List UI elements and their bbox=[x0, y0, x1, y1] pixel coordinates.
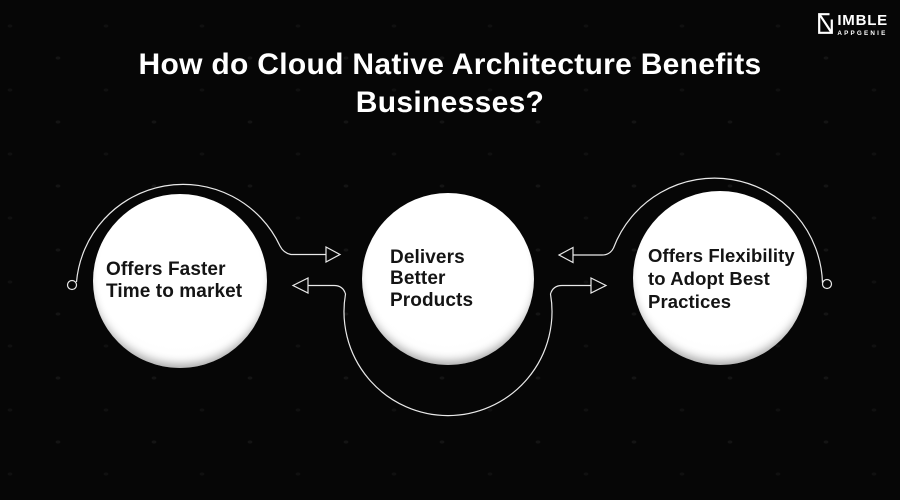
benefit-circle-faster-time-to-market: Offers Faster Time to market bbox=[93, 194, 267, 368]
nimble-n-icon bbox=[818, 13, 834, 34]
circle1-orbit-arc bbox=[75, 183, 326, 283]
circle3-orbit-arc bbox=[573, 177, 824, 284]
page-title-line2: Businesses? bbox=[355, 86, 545, 119]
circle1-orbit-endpoint-ring bbox=[66, 279, 78, 291]
brand-logo: IMBLE APPGENIE bbox=[818, 13, 888, 37]
brand-name-main: IMBLE bbox=[837, 12, 888, 29]
arrow-right-to-circle2-icon bbox=[325, 245, 342, 264]
benefit-circle-better-products: Delivers Better Products bbox=[362, 193, 534, 365]
circle2-bottom-orbit-arc bbox=[308, 284, 591, 417]
benefit-label: Offers Faster Time to market bbox=[106, 259, 243, 302]
arrow-left-to-circle1-icon bbox=[291, 277, 309, 294]
circle3-orbit-endpoint-ring bbox=[821, 278, 833, 290]
arrow-right-to-circle3-icon bbox=[590, 277, 608, 294]
benefit-label: Delivers Better Products bbox=[390, 246, 474, 311]
benefit-label: Offers Flexibility to Adopt Best Practic… bbox=[648, 244, 795, 312]
page-title-line1: How do Cloud Native Architecture Benefit… bbox=[138, 48, 762, 81]
brand-name-sub: APPGENIE bbox=[837, 30, 888, 37]
arrow-left-to-circle2-icon bbox=[557, 246, 574, 264]
benefit-circle-flexibility-best-practices: Offers Flexibility to Adopt Best Practic… bbox=[633, 191, 807, 365]
page-title: How do Cloud Native Architecture Benefit… bbox=[0, 46, 900, 122]
